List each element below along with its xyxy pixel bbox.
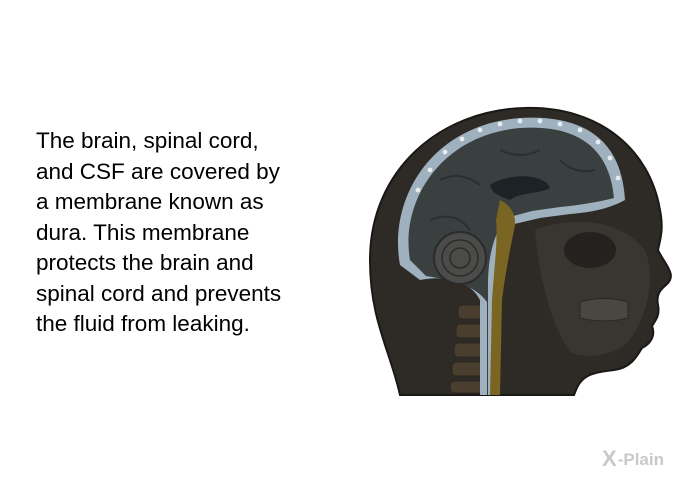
brain [408,127,614,395]
caption-line: The brain, spinal cord, [36,128,259,153]
brain-folds [429,149,596,231]
csf-dots [415,118,621,193]
head-sagittal-section-icon [368,106,672,396]
logo-mark: X [602,446,617,471]
caption-line: a membrane known as [36,189,264,214]
caption-line: protects the brain and [36,250,254,275]
ventricle [490,176,550,200]
caption-line: dura. This membrane [36,219,250,245]
skull-face [535,221,650,356]
caption-text: The brain, spinal cord, and CSF are cove… [36,126,366,340]
logo-text: -Plain [617,449,664,469]
jaw-teeth [579,298,629,322]
caption-line: the fluid from leaking. [36,311,250,336]
spinal-cord [490,200,516,395]
cerebellum-folds [441,239,479,277]
xplain-logo: X -Plain [602,446,692,472]
eye-socket [564,232,616,268]
caption-line: spinal cord and prevents [36,280,282,306]
caption-line: and CSF are covered by [36,158,280,184]
